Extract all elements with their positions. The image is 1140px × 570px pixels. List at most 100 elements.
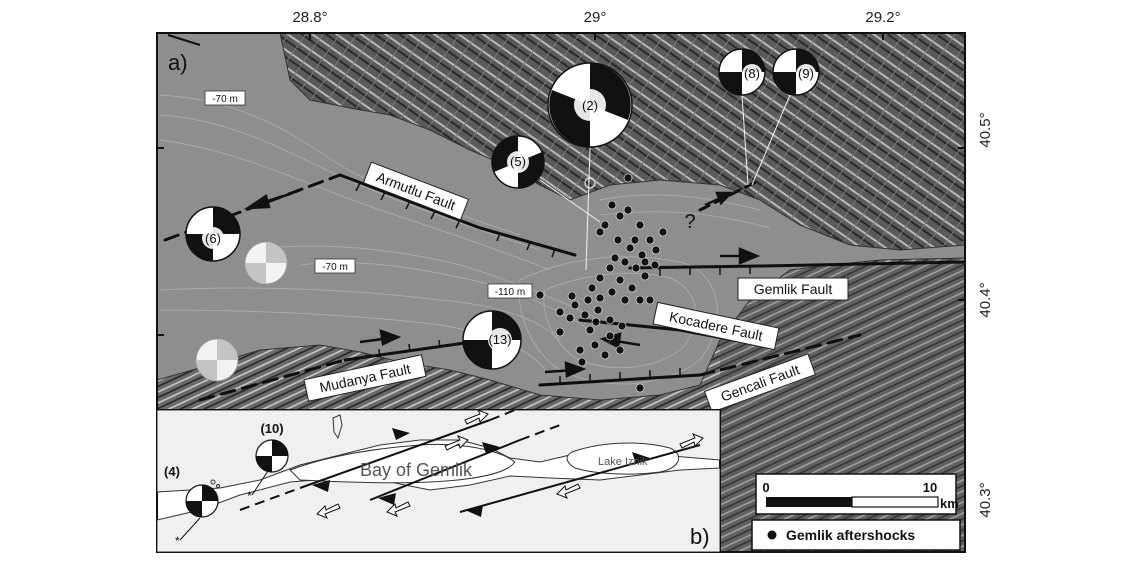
focal-mechanism-grey-1 — [244, 241, 288, 285]
contour-label-3: -110 m — [487, 283, 533, 299]
inset-land-south — [157, 467, 720, 552]
scale-unit: km — [940, 496, 959, 511]
svg-text:-70 m: -70 m — [212, 94, 238, 105]
aftershock-dot — [635, 295, 645, 305]
gemlik-fault-label: Gemlik Fault — [737, 277, 849, 301]
aftershock-dot — [640, 257, 650, 267]
svg-text:-70 m: -70 m — [322, 262, 348, 273]
aftershock-dot — [650, 260, 660, 270]
focal-mechanism-grey-2 — [195, 338, 239, 382]
aftershock-dot — [651, 245, 661, 255]
aftershock-dot — [630, 235, 640, 245]
focal-mechanism-9: (9) — [772, 48, 820, 96]
aftershock-dot — [605, 263, 615, 273]
focal-mechanism-13: (13) — [462, 310, 522, 370]
aftershock-dot — [620, 295, 630, 305]
inset-star-4: * — [175, 534, 180, 548]
lon-tick-29: 29° — [584, 9, 607, 26]
aftershock-dot — [580, 310, 590, 320]
svg-text:(5): (5) — [510, 154, 526, 169]
aftershock-dot — [587, 283, 597, 293]
svg-text:(8): (8) — [744, 66, 760, 81]
scale-start: 0 — [762, 480, 769, 495]
lat-tick-40-3: 40.3° — [977, 482, 994, 517]
contour-label-1: -70 m — [204, 90, 246, 106]
legend-aftershock-dot — [767, 530, 777, 540]
svg-text:(4): (4) — [164, 464, 180, 479]
aftershock-dot — [623, 205, 633, 215]
focal-mechanism-2: (2) — [547, 62, 633, 148]
frame-ticks — [157, 33, 965, 336]
armutlu-fault-solid — [338, 173, 577, 257]
gencali-fault-dashed — [698, 333, 862, 377]
svg-text:(13): (13) — [488, 332, 511, 347]
aftershock-dot — [555, 307, 565, 317]
inset-focal-mechanism-4: * (4) — [164, 464, 219, 548]
aftershock-dot — [615, 211, 625, 221]
gemlik-fault-line — [628, 260, 965, 270]
panel-a-label: a) — [168, 50, 188, 75]
aftershock-dot — [577, 357, 587, 367]
lat-tick-40-5: 40.5° — [977, 112, 994, 147]
lon-tick-28-8: 28.8° — [292, 9, 327, 26]
scale-bar-box: 0 10 km — [755, 473, 959, 515]
lat-tick-40-4: 40.4° — [977, 282, 994, 317]
inset-lake-label: Lake Iznik — [598, 456, 648, 468]
epicenter-ring — [584, 177, 596, 189]
aftershock-dot — [600, 220, 610, 230]
svg-text:(10): (10) — [260, 421, 283, 436]
aftershock-dot — [620, 257, 630, 267]
aftershock-dot — [613, 235, 623, 245]
aftershock-dot — [607, 287, 617, 297]
inset-lake-iznik — [566, 442, 680, 475]
aftershock-dot — [565, 313, 575, 323]
fault-hachures — [355, 182, 751, 384]
inset-star-10: * — [247, 489, 252, 503]
panel-b-label: b) — [690, 524, 710, 549]
motion-arrows — [243, 191, 761, 378]
aftershock-dot — [640, 271, 650, 281]
aftershock-dot — [570, 300, 580, 310]
aftershock-dot — [600, 350, 610, 360]
aftershock-dot — [635, 220, 645, 230]
corner-mark — [167, 34, 201, 46]
inset-islands — [210, 414, 343, 488]
uncertain-fault-mark: ? — [684, 211, 695, 233]
aftershock-dot — [625, 243, 635, 253]
aftershock-dots — [535, 173, 668, 393]
aftershock-dot — [635, 383, 645, 393]
svg-text:-110 m: -110 m — [495, 287, 525, 298]
aftershock-dot — [595, 227, 605, 237]
focal-mechanism-8: (8) — [718, 48, 766, 96]
svg-text:(6): (6) — [205, 231, 221, 246]
aftershock-dot — [610, 253, 620, 263]
scale-bar-white — [851, 496, 939, 508]
aftershock-dot — [567, 291, 577, 301]
svg-text:(2): (2) — [582, 98, 598, 113]
lon-tick-29-2: 29.2° — [865, 9, 900, 26]
aftershock-dot — [645, 235, 655, 245]
scale-end: 10 — [923, 480, 937, 495]
aftershock-dot — [623, 173, 633, 183]
aftershock-dot — [631, 263, 641, 273]
aftershock-dot — [591, 317, 601, 327]
aftershock-dot — [555, 327, 565, 337]
aftershock-dot — [605, 331, 615, 341]
inset-focal-mechanism-10: * (10) — [247, 421, 289, 503]
inset-bay-of-gemlik — [289, 443, 516, 484]
aftershock-dot — [615, 275, 625, 285]
svg-text:Gemlik Fault: Gemlik Fault — [754, 281, 833, 297]
aftershock-dot — [627, 283, 637, 293]
focal-mechanism-6: (6) — [185, 206, 241, 262]
aftershock-dot — [617, 321, 627, 331]
mechanism-connectors — [539, 94, 791, 271]
legend-aftershock-label: Gemlik aftershocks — [786, 527, 915, 543]
aftershock-dot — [583, 295, 593, 305]
aftershock-dot — [607, 200, 617, 210]
aftershock-dot — [535, 290, 545, 300]
mudanya-fault-dashed — [198, 358, 347, 402]
aftershock-dot — [593, 305, 603, 315]
inset-extension-arrows — [316, 410, 704, 519]
aftershock-dot — [590, 340, 600, 350]
